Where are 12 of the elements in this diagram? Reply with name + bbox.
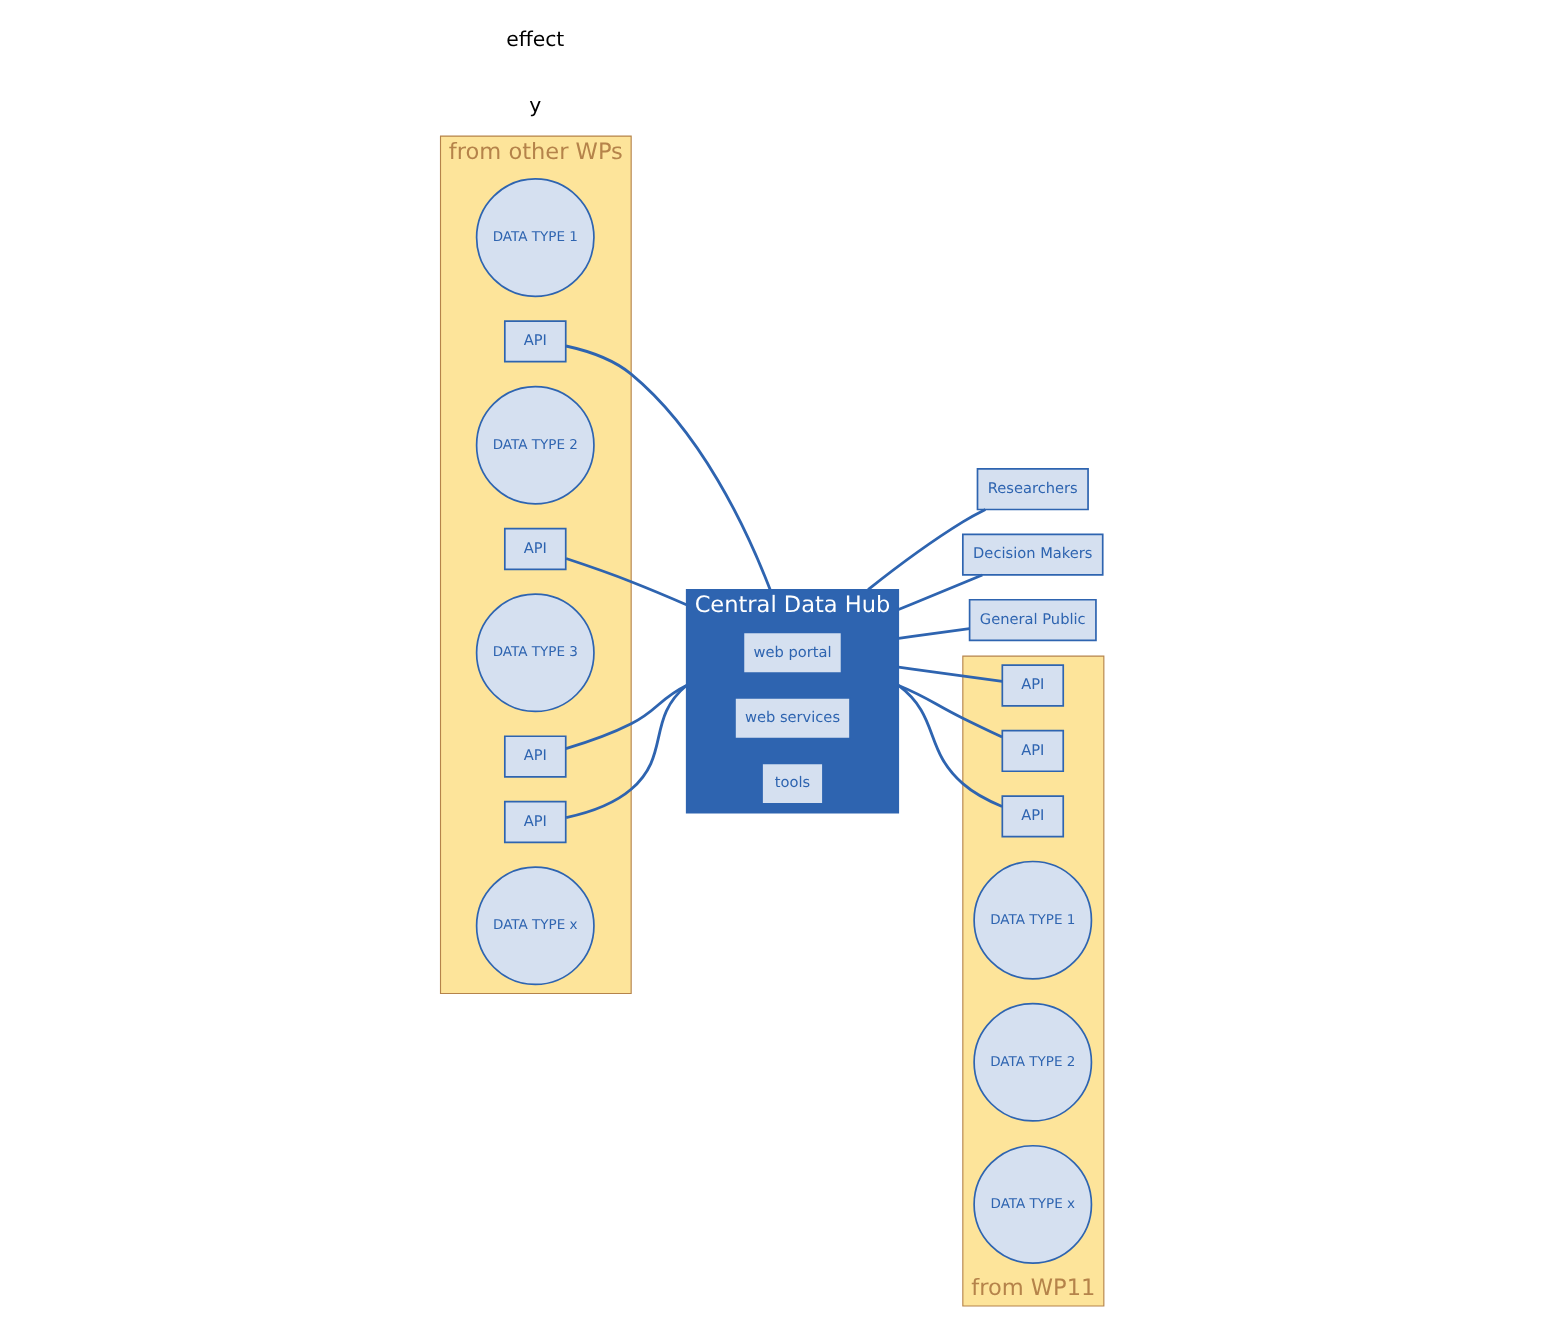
label: y [528, 95, 541, 118]
connector [866, 508, 986, 591]
connector [897, 684, 1002, 739]
connector [564, 684, 687, 750]
connector [897, 627, 969, 640]
connector [896, 684, 1002, 808]
connector [897, 665, 1002, 683]
connector [564, 684, 687, 819]
connector [564, 557, 686, 606]
label: effect [505, 30, 564, 53]
connector [564, 344, 771, 591]
connector [897, 573, 982, 611]
